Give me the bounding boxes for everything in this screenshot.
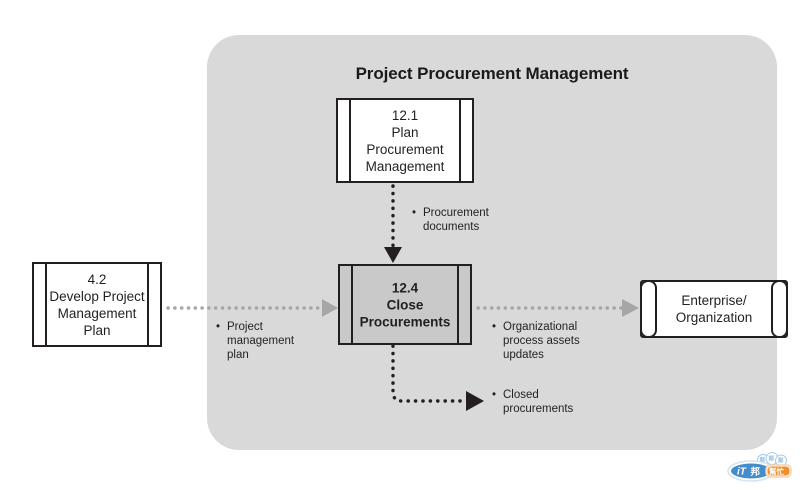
flow-label-procurement-documents: Procurement documents (412, 206, 489, 234)
process-label: 12.4 Close Procurements (359, 280, 451, 329)
endcap-left (640, 280, 657, 338)
flow-project-management-plan (166, 299, 338, 317)
project-procurement-management-group (207, 35, 777, 450)
process-box-plan-procurement-management[interactable]: 12.1 Plan Procurement Management (336, 98, 474, 183)
process-bar-left (45, 264, 47, 345)
process-bar-right (457, 266, 459, 343)
process-bar-right (459, 100, 461, 181)
process-bar-right (147, 264, 149, 345)
svg-text:鄰: 鄰 (760, 456, 766, 464)
entity-label: Enterprise/ Organization (675, 293, 753, 325)
flow-organizational-process-assets (476, 299, 639, 317)
endcap-right (771, 280, 788, 338)
process-box-develop-project-management-plan[interactable]: 4.2 Develop Project Management Plan (32, 262, 162, 347)
entity-box-enterprise-organization[interactable]: Enterprise/ Organization (640, 280, 788, 338)
process-label: 4.2 Develop Project Management Plan (49, 271, 145, 338)
process-bar-left (349, 100, 351, 181)
flow-label-closed-procurements: Closed procurements (492, 388, 573, 416)
group-title: Project Procurement Management (355, 64, 629, 83)
svg-text:鄰: 鄰 (769, 455, 775, 463)
svg-text:iT: iT (737, 467, 747, 478)
process-label: 12.1 Plan Procurement Management (365, 107, 445, 174)
svg-text:邦: 邦 (751, 466, 761, 478)
svg-text:鄰: 鄰 (778, 457, 784, 465)
flow-label-project-management-plan: Project management plan (216, 320, 294, 362)
flow-closed-procurements (391, 344, 484, 411)
process-bar-left (351, 266, 353, 343)
watermark-logo: 鄰 鄰 鄰 iT 邦 幫忙 (727, 452, 792, 482)
flow-procurement-documents (384, 184, 402, 263)
flow-label-organizational-process-assets-updates: Organizational process assets updates (492, 320, 580, 362)
process-box-close-procurements[interactable]: 12.4 Close Procurements (338, 264, 472, 345)
svg-text:幫忙: 幫忙 (769, 466, 784, 476)
